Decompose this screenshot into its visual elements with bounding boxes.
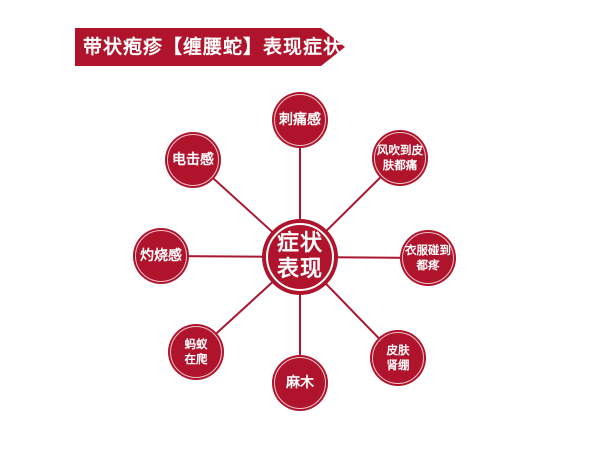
node-top-left: 电击感: [165, 132, 221, 188]
banner-title: 带状疱疹【缠腰蛇】表现症状: [83, 36, 344, 58]
title-banner: 带状疱疹【缠腰蛇】表现症状: [75, 28, 345, 66]
node-bottom-right: 皮肤 肾绷: [370, 330, 426, 386]
node-top: 刺痛感: [272, 92, 328, 148]
node-left: 灼烧感: [133, 228, 189, 284]
arrow-banner-shape: [75, 28, 345, 66]
center-node: 症状 表现: [262, 219, 338, 295]
node-bottom: 麻木: [272, 355, 328, 411]
node-right: 衣服碰到 都疼: [400, 230, 456, 286]
node-bottom-left: 蚂蚁 在爬: [168, 324, 224, 380]
node-top-right: 风吹到皮 肤都痛: [372, 130, 428, 186]
